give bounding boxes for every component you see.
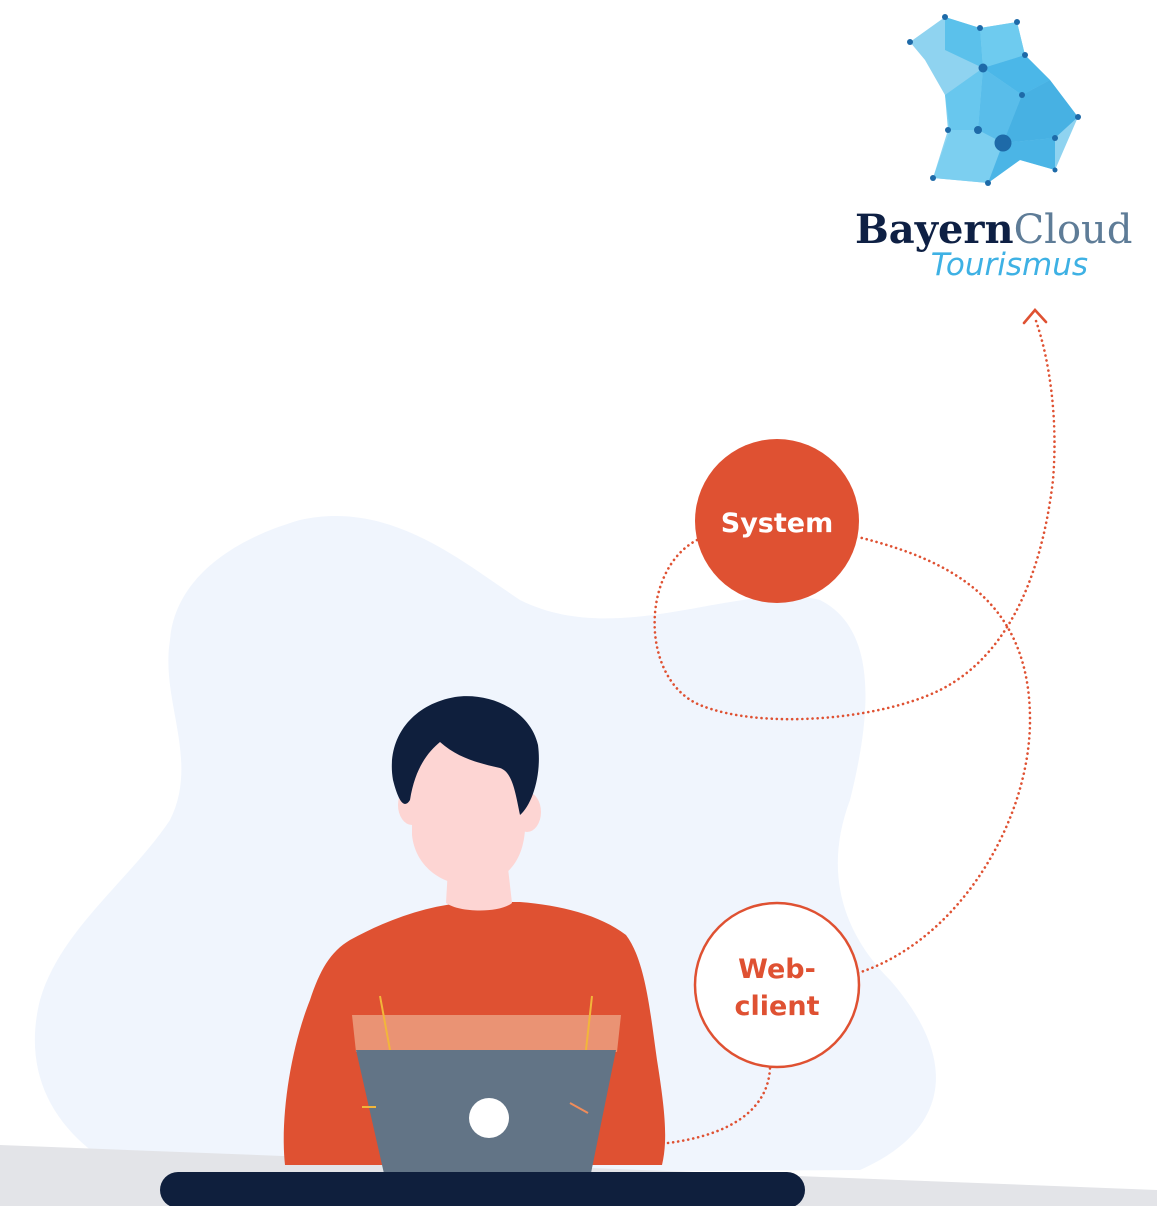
laptop-logo-icon: [469, 1098, 509, 1138]
system-node[interactable]: System: [695, 439, 859, 603]
connector-lines: [653, 308, 1056, 1145]
connector-system-loop: [653, 316, 1056, 721]
hair: [391, 696, 539, 815]
brand-name-part1: Bayern: [855, 206, 1014, 253]
webclient-node[interactable]: Web- client: [693, 901, 861, 1069]
connector-webclient-to-system-loop: [856, 535, 1032, 975]
arrow-head-icon: [1022, 308, 1048, 325]
glow-line-right: [585, 995, 593, 1051]
connector-laptop-to-webclient: [666, 1066, 772, 1145]
system-node-label: System: [721, 508, 833, 539]
brand-subtitle: Tourismus: [931, 247, 1088, 283]
brand-name: BayernCloud: [855, 206, 1132, 253]
desk: [160, 1172, 805, 1206]
glow-line-left: [379, 995, 391, 1051]
webclient-node-label-line1: Web-: [738, 954, 816, 985]
hand-mark-right: [569, 1102, 589, 1114]
bayern-map-logo: [907, 14, 1081, 186]
webclient-node-label-line2: client: [735, 991, 820, 1022]
person-illustration: [283, 696, 666, 1178]
laptop-screen-top: [352, 1015, 621, 1052]
brand-name-part2: Cloud: [1014, 207, 1133, 253]
